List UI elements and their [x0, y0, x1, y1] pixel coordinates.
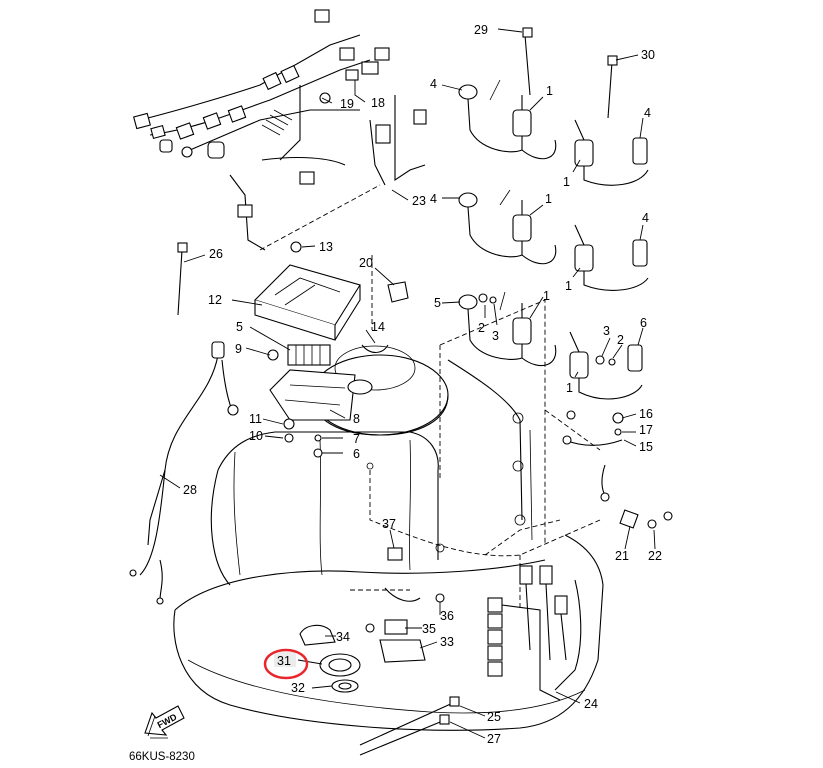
control-parts: [129, 241, 673, 701]
callout-24: 24: [584, 697, 598, 711]
callout-2: 2: [617, 333, 624, 347]
callout-31-shade: [274, 652, 296, 667]
wiring-harness: [133, 9, 427, 251]
fwd-arrow: FWD: [144, 705, 185, 739]
callout-22: 22: [648, 549, 662, 563]
callout-27: 27: [487, 732, 501, 746]
callout-37: 37: [382, 517, 396, 531]
callout-7: 7: [353, 432, 360, 446]
callout-1: 1: [563, 175, 570, 189]
callout-4: 4: [642, 211, 649, 225]
callout-10: 10: [249, 429, 263, 443]
callout-35: 35: [422, 622, 436, 636]
callout-26: 26: [209, 247, 223, 261]
callout-6: 6: [353, 447, 360, 461]
callout-1: 1: [566, 381, 573, 395]
callout-36: 36: [440, 609, 454, 623]
callout-33: 33: [440, 635, 454, 649]
callout-16: 16: [639, 407, 653, 421]
callout-28: 28: [183, 483, 197, 497]
callout-14: 14: [371, 320, 385, 334]
callout-1: 1: [545, 192, 552, 206]
callout-3: 3: [603, 324, 610, 338]
callout-4: 6: [640, 316, 647, 330]
callout-20: 20: [359, 256, 373, 270]
highlight-ring: [263, 648, 309, 680]
callout-19: 19: [340, 97, 354, 111]
callout-4: 4: [644, 106, 651, 120]
leader-lines: [159, 28, 656, 739]
callout-12: 12: [208, 293, 222, 307]
callout-11: 11: [249, 412, 262, 426]
callout-8: 8: [353, 412, 360, 426]
callout-31: 31: [277, 654, 291, 668]
callout-labels: 29 30 4 1 4 1 4 1 4 1 5 1 2 3 6 3 2 1 19…: [183, 23, 662, 746]
callout-29: 29: [474, 23, 488, 37]
callout-34: 34: [336, 630, 350, 644]
callout-25: 25: [487, 710, 501, 724]
engine-outline: [173, 255, 604, 731]
callout-1: 1: [565, 279, 572, 293]
diagram-code: 66KUS-8230: [129, 751, 195, 763]
callout-1: 1: [543, 289, 550, 303]
ignition-coils: [458, 79, 649, 400]
callout-32: 32: [291, 681, 305, 695]
callout-18: 18: [371, 96, 385, 110]
callout-13: 13: [319, 240, 333, 254]
callout-15: 15: [639, 440, 653, 454]
callout-30: 30: [641, 48, 655, 62]
callout-2: 2: [478, 321, 485, 335]
callout-4: 5: [434, 296, 441, 310]
callout-23: 23: [412, 194, 426, 208]
callout-4: 4: [430, 192, 437, 206]
callout-4: 4: [430, 77, 437, 91]
callout-9: 9: [235, 342, 242, 356]
callout-1: 1: [546, 84, 553, 98]
callout-17: 17: [639, 423, 653, 437]
callout-21: 21: [615, 549, 629, 563]
callout-5: 5: [236, 320, 243, 334]
callout-3: 3: [492, 329, 499, 343]
cable-ties: [177, 27, 618, 756]
